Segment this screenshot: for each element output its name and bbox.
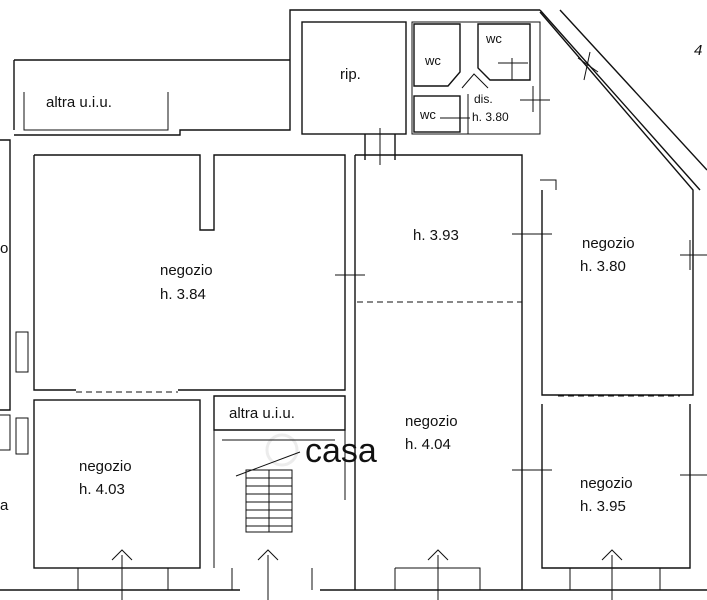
room-label-negozio-bottom-left: negozio <box>79 458 132 475</box>
room-altra-uiu-top: altra u.i.u. <box>23 92 169 131</box>
room-height-negozio-right-upper: h. 3.80 <box>580 258 626 275</box>
room-label-negozio-right-upper: negozio <box>582 235 635 252</box>
room-label-dis: dis. <box>474 92 493 106</box>
room-height-negozio-left: h. 3.84 <box>160 286 206 303</box>
room-label-wc-bottom: wc <box>419 107 436 122</box>
room-label-wc-top-left: wc <box>424 53 441 68</box>
room-negozio-center: negozio h. 4.04 <box>394 413 481 600</box>
room-negozio-bottom-left: negozio h. 4.03 <box>15 399 201 600</box>
room-negozio-left: negozio h. 3.84 <box>15 154 365 393</box>
outer-walls <box>0 9 707 591</box>
watermark-text: casa <box>305 432 377 470</box>
room-center-upper: h. 3.93 <box>354 154 552 590</box>
room-label-rip: rip. <box>340 66 361 83</box>
room-height-center-upper: h. 3.93 <box>413 227 459 244</box>
room-label-negozio-bottom-right: negozio <box>580 475 633 492</box>
room-label-altra-uiu-bottom: altra u.i.u. <box>229 405 295 422</box>
room-height-dis: h. 3.80 <box>472 110 509 124</box>
room-wc-block: wc wc wc dis. h. 3.80 <box>411 21 550 135</box>
room-height-negozio-bottom-right: h. 3.95 <box>580 498 626 515</box>
edge-fragment-a: a <box>0 497 9 514</box>
room-negozio-bottom-right: negozio h. 3.95 <box>541 404 707 600</box>
edge-fragment-4: 4 <box>694 42 702 59</box>
room-height-negozio-bottom-left: h. 4.03 <box>79 481 125 498</box>
room-label-negozio-left: negozio <box>160 262 213 279</box>
room-ripostiglio: rip. <box>301 21 407 165</box>
watermark: casa <box>265 432 377 470</box>
room-height-negozio-center: h. 4.04 <box>405 436 451 453</box>
room-altra-uiu-bottom: altra u.i.u. <box>213 395 346 600</box>
edge-fragment-o: o <box>0 240 8 257</box>
room-label-wc-top-right: wc <box>485 31 502 46</box>
room-label-altra-uiu-top: altra u.i.u. <box>46 94 112 111</box>
room-label-negozio-center: negozio <box>405 413 458 430</box>
room-negozio-right-upper: negozio h. 3.80 <box>539 11 707 397</box>
stairs <box>245 469 293 533</box>
